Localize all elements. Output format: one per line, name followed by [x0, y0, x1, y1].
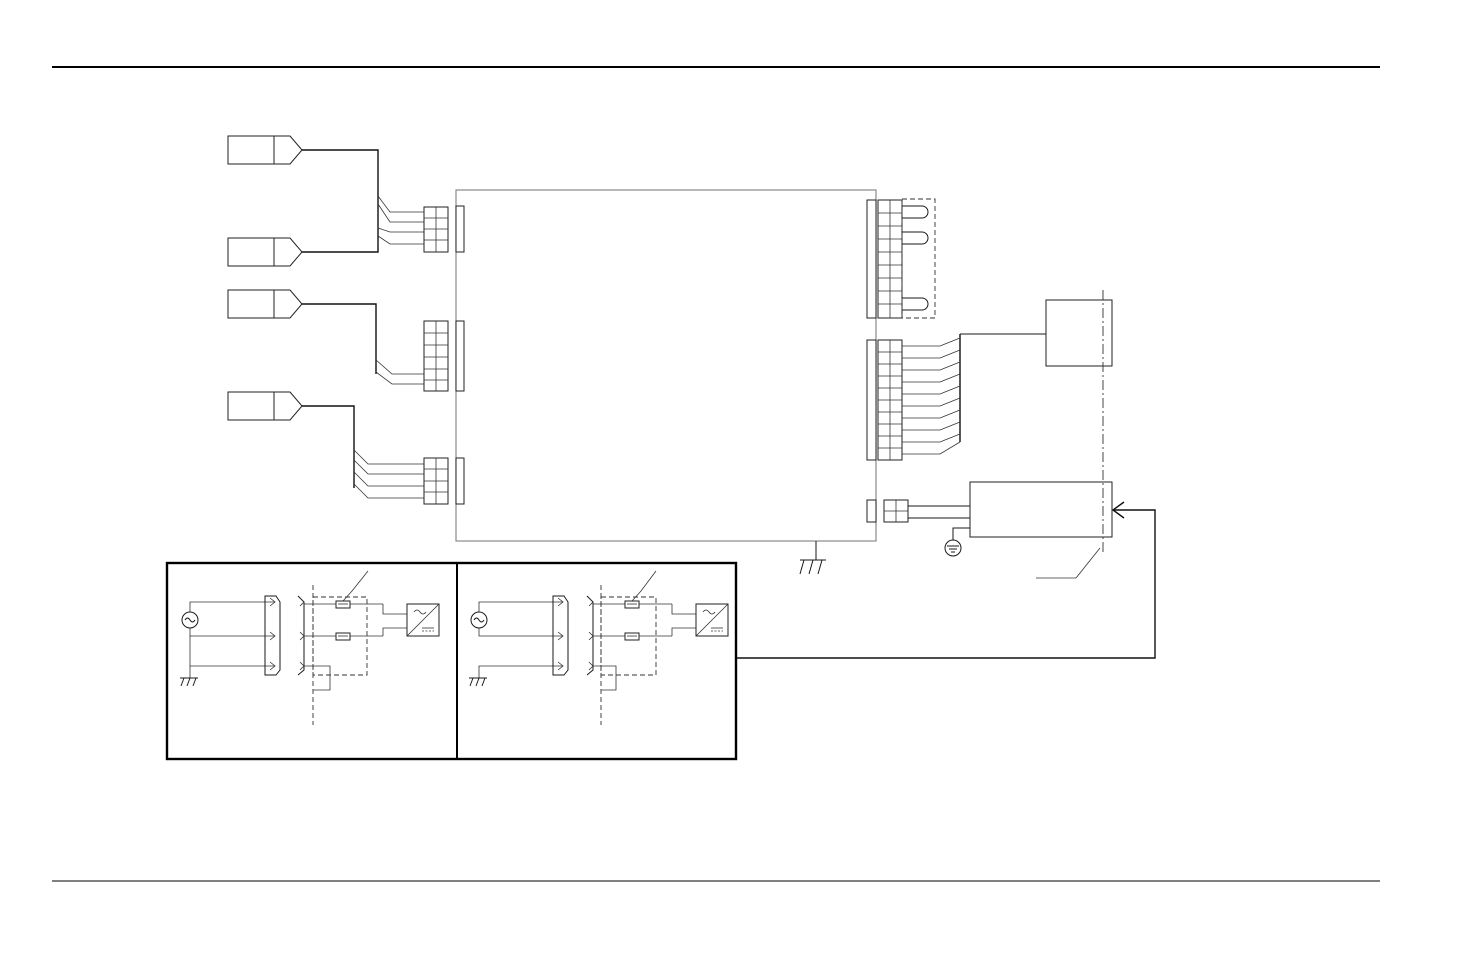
jumper-loop-3	[902, 297, 929, 311]
inset-panel-2	[469, 570, 729, 725]
terminal-block-left-2	[423, 320, 449, 392]
sensor-cable-3	[302, 405, 424, 499]
ground-icon	[180, 677, 198, 687]
ground-icon	[799, 541, 826, 575]
sensor-cable-1	[302, 149, 424, 253]
fuse-icon	[335, 600, 351, 609]
board-header-right-2	[866, 339, 877, 461]
board-header-right-1	[866, 199, 877, 319]
board-header-left-1	[455, 205, 465, 253]
fuse-icon	[624, 632, 640, 641]
leader-line-diagonal	[1075, 547, 1101, 579]
terminal-block-left-1	[423, 206, 449, 253]
jumper-loop-2	[902, 231, 929, 245]
board-header-left-3	[455, 457, 465, 505]
board-header-right-3	[866, 499, 877, 523]
sensor-3	[227, 289, 303, 319]
arrow-icon	[1111, 501, 1125, 519]
sensor-1	[227, 135, 303, 165]
external-device-box	[1045, 299, 1113, 367]
ac-source-icon	[470, 611, 488, 629]
power-converter-icon	[406, 603, 440, 637]
main-board	[455, 189, 877, 542]
ac-source-icon	[181, 611, 199, 629]
ground-icon	[469, 677, 487, 687]
terminal-block-left-3	[423, 457, 449, 505]
fuse-icon	[335, 632, 351, 641]
plug-housing	[552, 595, 569, 676]
power-supply-box	[969, 481, 1113, 538]
jumper-terminal-block	[877, 198, 936, 319]
power-connector	[883, 499, 970, 523]
sensor-2	[227, 237, 303, 267]
io-terminal-block	[877, 339, 903, 461]
jumper-loop-1	[902, 205, 929, 219]
sensor-cable-2	[302, 303, 424, 385]
io-cable-bundle	[902, 333, 1046, 455]
plug-housing	[264, 595, 281, 676]
sensor-4	[227, 391, 303, 421]
power-feed-line	[736, 509, 1156, 659]
fuse-icon	[624, 600, 640, 609]
power-converter-icon	[695, 603, 729, 637]
inset-frame	[165, 561, 738, 761]
protective-earth-icon	[944, 527, 970, 557]
board-header-left-2	[455, 320, 465, 392]
inset-panel-1	[180, 570, 440, 725]
